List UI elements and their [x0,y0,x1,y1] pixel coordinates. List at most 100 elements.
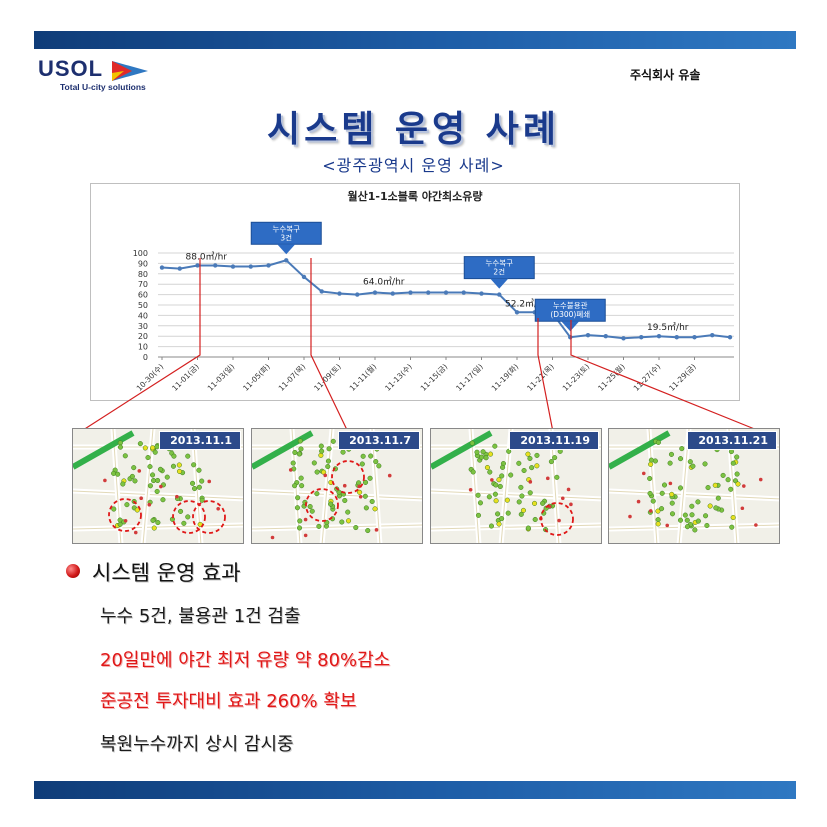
map-sensor-marker [325,463,331,470]
map-sensor-marker [519,493,525,499]
map-sensor-marker [540,500,546,506]
page-title: 시스템 운영 사례 [267,109,560,150]
map-sensor-marker [372,506,378,512]
map-sensor-marker [164,474,170,480]
map-road-edge [73,524,243,530]
map-sensor-marker [677,485,684,491]
leak-circle [192,500,226,534]
map-alert-marker [303,517,308,522]
map-sensor-marker [469,440,475,446]
map-sensor-marker [518,511,524,517]
map-sensor-marker [185,453,191,459]
map-alert-marker [569,502,573,507]
map-sensor-marker [362,493,368,499]
map-sensor-marker [496,521,502,527]
map-sensor-marker [667,460,673,466]
map-sensor-marker [659,506,665,512]
map-sensor-marker [176,468,183,474]
map-sensor-marker [359,461,365,467]
map-sensor-marker [319,448,325,454]
map-sensor-marker [191,462,197,468]
map-sensor-marker [508,472,514,478]
map-sensor-marker [687,459,693,465]
map-sensor-marker [373,459,379,465]
map-road-edge [431,490,601,500]
map-sensor-marker [488,523,495,529]
map-sensor-marker [142,445,148,451]
map-sensor-marker [486,494,492,500]
map-sensor-marker [728,486,734,492]
map-alert-marker [270,535,275,540]
map-sensor-marker [152,449,158,455]
map-sensor-marker [326,446,332,452]
map-sensor-marker [483,455,489,461]
map-sensor-marker [475,512,482,518]
map-alert-marker [133,530,138,535]
map-sensor-marker [712,482,718,488]
map-sensor-marker [120,481,126,487]
map-alert-marker [648,509,653,513]
map-sensor-marker [689,512,695,518]
map-sensor-marker [705,485,711,491]
map-sensor-marker [531,500,538,506]
map-sensor-marker [735,481,741,487]
map-sensor-marker [176,462,182,468]
map-sensor-marker [527,490,533,496]
map-thumbnail-2: 2013.11.7 [251,428,423,544]
map-sensor-marker [196,467,202,473]
map-sensor-marker [669,500,675,506]
map-sensor-marker [492,443,498,449]
map-sensor-marker [661,482,668,488]
map-sensor-marker [493,482,499,488]
map-sensor-marker [496,477,502,483]
map-sensor-marker [318,443,324,449]
chart-frame [90,183,740,401]
map-alert-marker [159,484,163,489]
map-sensor-marker [695,518,701,524]
map-alert-marker [566,487,571,492]
map-road-edge [431,524,601,530]
map-sensor-marker [725,477,731,483]
map-sensor-marker [311,460,317,466]
map-sensor-marker [129,473,135,479]
company-name: 주식회사 유솔 [630,68,701,82]
map-sensor-marker [516,460,522,466]
map-sensor-marker [703,513,709,519]
map-sensor-marker [295,495,301,501]
map-alert-marker [342,483,347,488]
map-sensor-marker [505,510,511,516]
map-sensor-marker [713,505,719,511]
map-sensor-marker [151,477,157,484]
map-alert-marker [207,479,212,484]
map-sensor-marker [720,472,726,478]
logo-flag-icon [112,61,148,81]
map-alert-marker [754,523,758,527]
map-sensor-marker [495,511,501,517]
effect-item: 20일만에 야간 최저 유량 약 80%감소 [100,650,391,671]
map-sensor-marker [345,518,352,524]
map-sensor-marker [363,505,369,511]
page-subtitle: <광주광역시 운영 사례> [322,156,505,175]
map-sensor-marker [150,472,156,478]
map-sensor-marker [682,512,688,518]
map-road-edge [470,429,480,543]
map-sensor-marker [181,520,187,526]
map-alert-marker [123,518,128,523]
map-sensor-marker [518,484,524,490]
map-alert-marker [545,476,550,481]
map-green-road [431,430,493,470]
map-sensor-marker [684,524,690,530]
map-sensor-marker [655,439,661,445]
map-sensor-marker [157,466,164,472]
map-alert-marker [303,533,308,538]
map-sensor-marker [309,508,315,514]
map-sensor-marker [647,475,653,482]
map-sensor-marker [729,524,735,530]
map-sensor-marker [342,497,348,504]
map-sensor-marker [702,461,708,467]
map-sensor-marker [357,489,363,495]
map-sensor-marker [548,459,554,465]
map-sensor-marker [345,509,351,515]
map-sensor-marker [328,501,334,507]
map-sensor-marker [655,521,661,527]
